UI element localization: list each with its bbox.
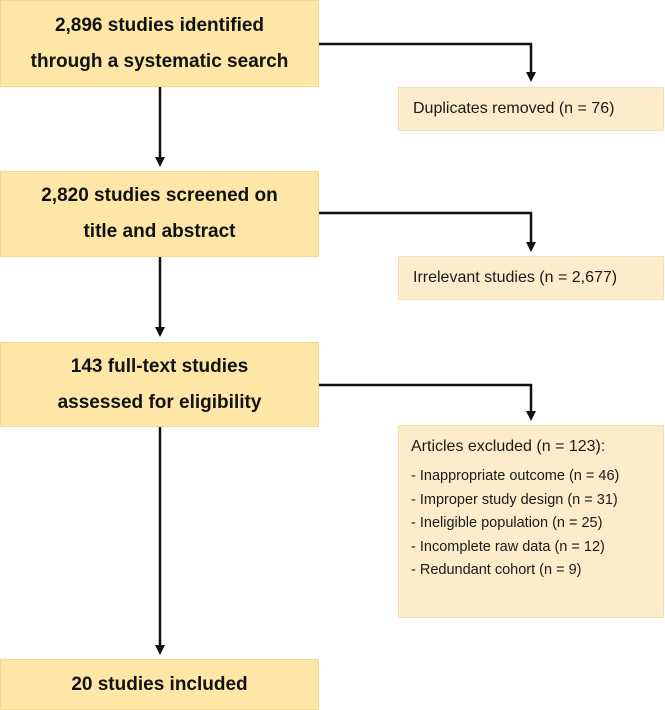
irrelevant-label: Irrelevant studies (n = 2,677) <box>413 269 618 286</box>
arrow-to-irrelevant <box>319 211 536 252</box>
assessed-line2: assessed for eligibility <box>57 391 262 413</box>
box-assessed: 143 full-text studies assessed for eligi… <box>0 342 319 427</box>
box-duplicates: Duplicates removed (n = 76) <box>398 87 664 131</box>
screened-line1: 2,820 studies screened on <box>41 185 278 206</box>
duplicates-label: Duplicates removed (n = 76) <box>413 100 615 117</box>
included-line1: 20 studies included <box>71 673 248 695</box>
assessed-line1: 143 full-text studies <box>70 355 249 377</box>
excluded-item: - Inappropriate outcome (n = 46) <box>411 468 620 484</box>
identified-line2: through a systematic search <box>30 50 289 72</box>
identified-line1: 2,896 studies identified <box>54 14 265 36</box>
excluded-item: - Redundant cohort (n = 9) <box>411 562 582 578</box>
box-identified: 2,896 studies identified through a syste… <box>0 0 319 87</box>
box-screened: 2,820 studies screened on title and abst… <box>0 171 319 257</box>
arrow-to-duplicates <box>319 42 536 82</box>
excluded-item: - Incomplete raw data (n = 12) <box>411 538 605 555</box>
excluded-item: - Improper study design (n = 31) <box>411 491 618 508</box>
box-included: 20 studies included <box>0 659 319 710</box>
screened-line2: title and abstract <box>83 221 236 242</box>
excluded-title: Articles excluded (n = 123): <box>411 438 606 455</box>
excluded-item: - Ineligible population (n = 25) <box>411 515 603 531</box>
box-excluded: Articles excluded (n = 123): - Inappropr… <box>398 425 664 618</box>
arrow-to-excluded <box>319 383 536 421</box>
box-irrelevant: Irrelevant studies (n = 2,677) <box>398 256 664 300</box>
